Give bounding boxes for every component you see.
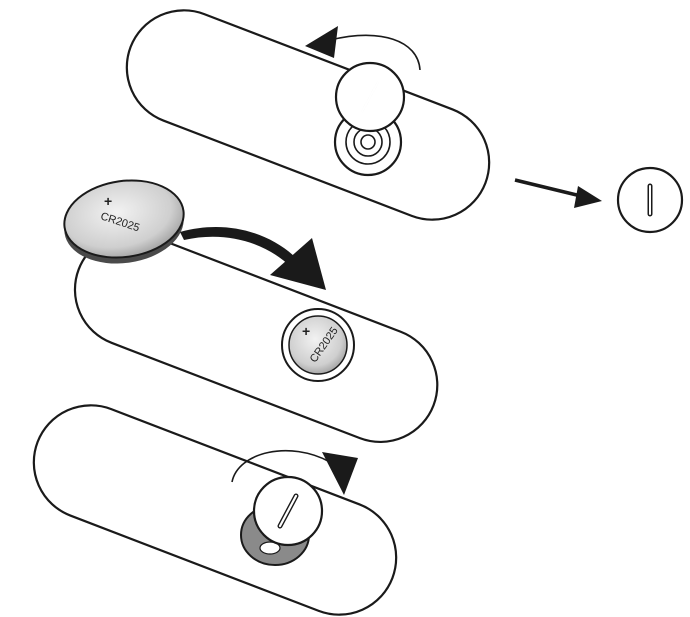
insert-arrow [180, 226, 326, 290]
battery-coin: + CR2025 [63, 179, 185, 264]
device-body-step-3 [32, 404, 398, 616]
step-1-open [125, 9, 684, 234]
step-2-insert: + CR2025 + CR2025 [63, 179, 439, 444]
removed-cover [616, 166, 684, 234]
device-body-step-1 [125, 9, 491, 221]
seated-battery-polarity: + [302, 323, 310, 339]
battery-cover [334, 61, 406, 133]
battery-polarity: + [104, 193, 112, 209]
step-3-close [32, 404, 398, 616]
device-body-step-2 [73, 231, 439, 444]
clockwise-arrow [231, 449, 358, 495]
remove-arrow [514, 178, 602, 208]
closing-cover [252, 475, 324, 547]
battery-seated: + CR2025 [281, 308, 355, 382]
counterclockwise-arrow [305, 26, 421, 71]
